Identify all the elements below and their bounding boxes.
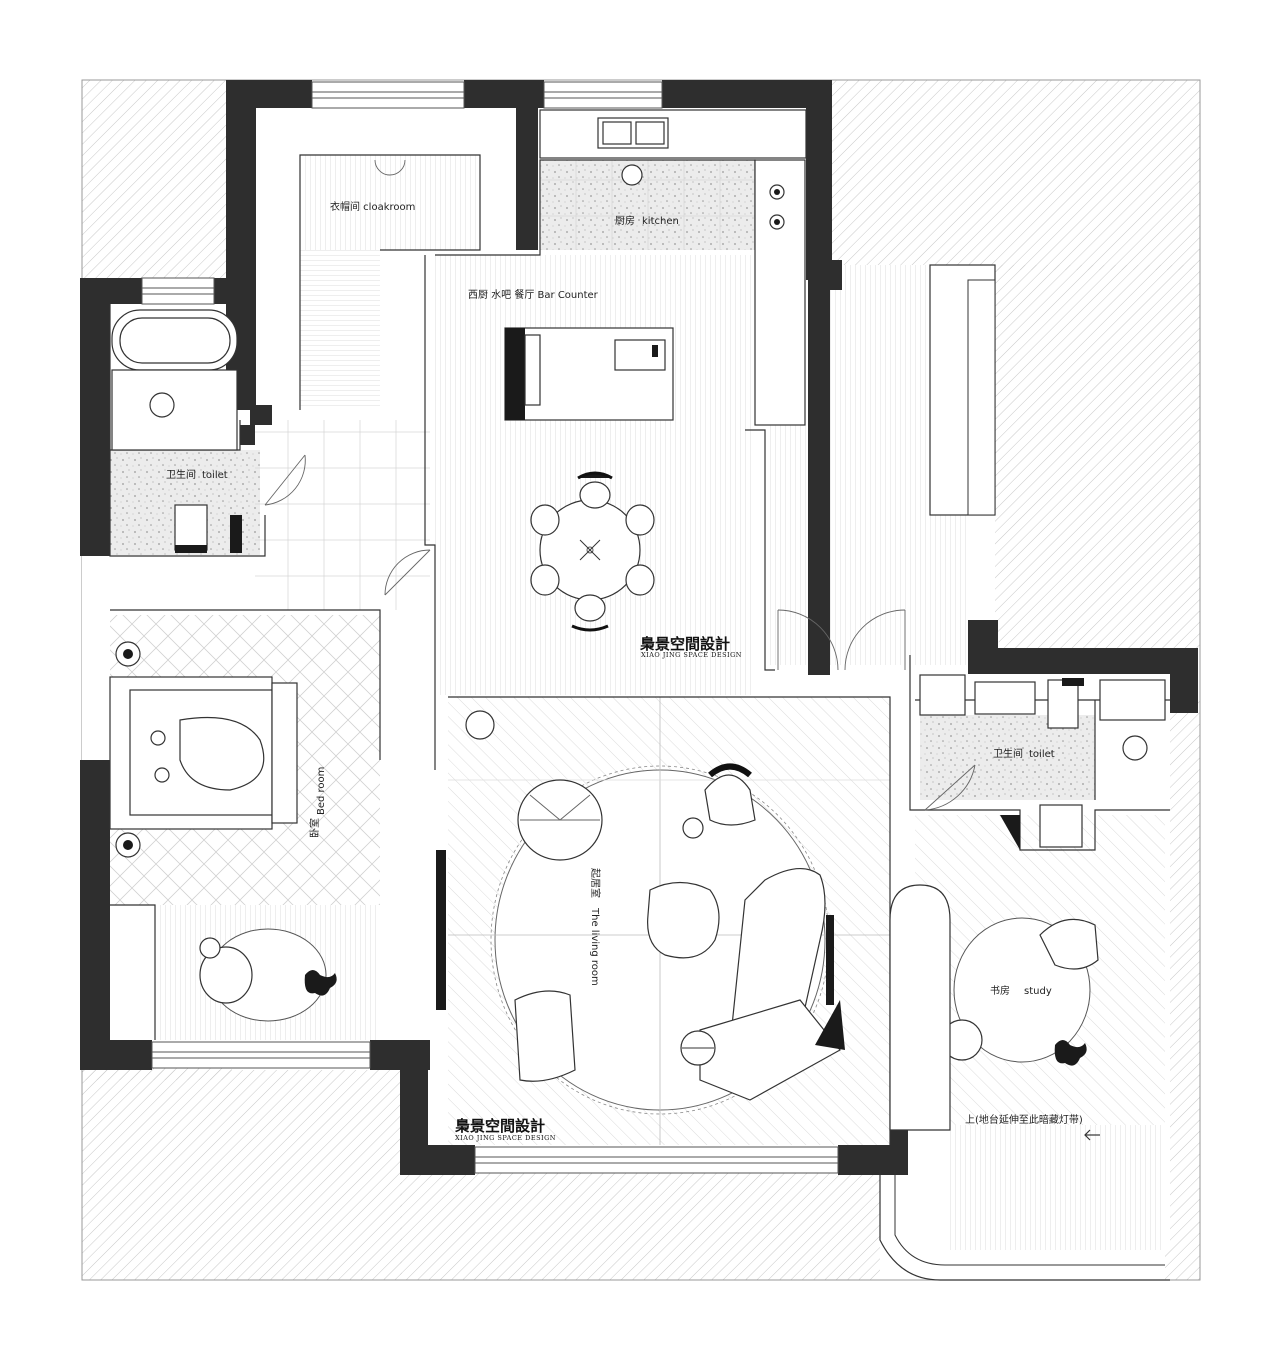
label-bedroom-cn: 卧室 — [308, 818, 321, 838]
bedroom-bed — [109, 641, 298, 858]
label-kitchen-cn: 厨房 — [615, 214, 635, 227]
exterior-hatch-bottom-right — [1165, 700, 1200, 1280]
toilet1-fixtures — [111, 309, 242, 553]
cloakroom-floor — [300, 155, 478, 250]
exterior-hatch-right — [830, 80, 1200, 270]
label-cloakroom: 衣帽间 cloakroom — [330, 200, 415, 213]
toilet2-floor — [920, 715, 1095, 800]
brand-logo-bottom: 梟景空間設計 — [454, 1117, 545, 1135]
plant-icon — [465, 710, 495, 740]
dining-set — [530, 471, 655, 632]
label-bar-counter: 西厨 水吧 餐厅 Bar Counter — [468, 288, 599, 301]
label-stair-note: 上(地台延伸至此暗藏灯带) — [965, 1113, 1083, 1126]
corridor-panel-inner — [967, 279, 996, 516]
bar-island — [504, 327, 674, 421]
exterior-hatch-bottom-left — [82, 1070, 402, 1280]
label-toilet1-cn: 卫生间 — [166, 468, 196, 481]
exterior-hatch-right-mid — [995, 265, 1200, 650]
walls — [80, 80, 1198, 1175]
label-study-en: study — [1024, 986, 1052, 997]
cloakroom-floor-lower — [300, 250, 380, 410]
kitchen-fixtures — [539, 109, 807, 426]
study-furniture — [879, 884, 1170, 1281]
brand-sub-top: XIAO JING SPACE DESIGN — [641, 651, 742, 659]
label-bedroom-en: Bed room — [316, 767, 327, 815]
exterior-hatch-bottom-mid — [400, 1170, 880, 1280]
label-living-cn: 起居室 — [589, 868, 602, 898]
label-living-en: The living room — [589, 907, 600, 986]
label-toilet2-cn: 卫生间 — [993, 747, 1023, 760]
kitchen-floor-grid — [540, 160, 755, 250]
windows — [141, 81, 839, 1174]
hall-floor — [255, 420, 430, 610]
living-furniture — [436, 710, 845, 1101]
doors — [264, 159, 976, 811]
toilet2-fixtures — [919, 674, 1166, 850]
label-kitchen-en: kitchen — [642, 216, 679, 227]
brand-logo-top: 梟景空間設計 — [639, 635, 730, 653]
label-toilet2-en: toilet — [1029, 749, 1055, 760]
stair-arrow-icon — [1084, 1129, 1100, 1141]
cook-person-icon — [621, 164, 643, 186]
label-study-cn: 书房 — [990, 984, 1010, 997]
brand-sub-bottom: XIAO JING SPACE DESIGN — [455, 1134, 556, 1142]
stair-steps — [950, 1125, 1165, 1250]
label-toilet1-en: toilet — [202, 470, 228, 481]
bedroom-lounge — [199, 937, 337, 1004]
